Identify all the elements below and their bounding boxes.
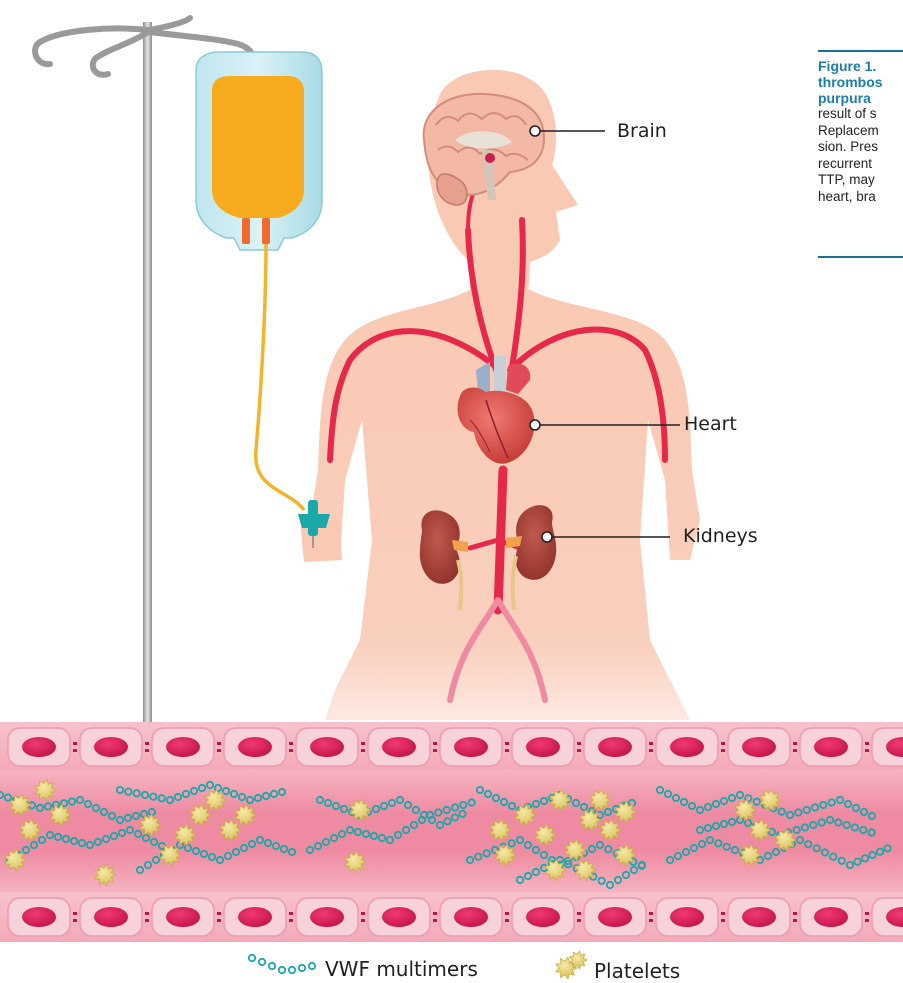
endothelial-cell xyxy=(368,728,437,766)
endothelial-cell xyxy=(728,898,797,936)
endothelial-cell xyxy=(584,728,653,766)
endothelial-cell xyxy=(512,728,581,766)
endothelial-cell xyxy=(440,898,509,936)
caption-body-line-4: recurrent xyxy=(818,156,903,173)
endothelial-cell xyxy=(296,898,365,936)
endothelial-cell xyxy=(872,898,903,936)
endothelial-cell xyxy=(8,898,77,936)
endothelial-cell xyxy=(224,728,293,766)
endothelial-cell xyxy=(656,898,725,936)
caption-body-line-5: TTP, may xyxy=(818,172,903,189)
iv-bag-icon xyxy=(196,52,322,510)
caption-body-line-2: Replacem xyxy=(818,123,903,140)
endothelial-cell xyxy=(800,898,869,936)
endothelial-cell xyxy=(296,728,365,766)
caption-body-line-6: heart, bra xyxy=(818,189,903,206)
caption-title-line-3: purpura xyxy=(818,90,903,106)
figure-caption: Figure 1. thrombos purpura result of s R… xyxy=(818,50,903,258)
endothelial-cell xyxy=(440,728,509,766)
endothelial-cell xyxy=(8,728,77,766)
endothelial-cell xyxy=(224,898,293,936)
vwf-multimer-icon xyxy=(249,955,315,973)
endothelial-cell xyxy=(656,728,725,766)
endothelial-cell xyxy=(152,728,221,766)
endothelial-cell xyxy=(584,898,653,936)
endothelial-cell xyxy=(368,898,437,936)
caption-title-line-2: thrombos xyxy=(818,74,903,90)
endothelial-cell xyxy=(152,898,221,936)
caption-body-line-3: sion. Pres xyxy=(818,139,903,156)
endothelial-cell xyxy=(728,728,797,766)
blood-vessel xyxy=(0,722,903,942)
endothelial-cell xyxy=(872,728,903,766)
endothelial-cell xyxy=(80,728,149,766)
legend-vwf-label: VWF multimers xyxy=(325,957,478,981)
brain-label: Brain xyxy=(617,120,667,142)
legend-platelets-label: Platelets xyxy=(594,959,680,983)
caption-title-line-1: Figure 1. xyxy=(818,58,903,74)
endothelial-cell xyxy=(80,898,149,936)
caption-body-line-1: result of s xyxy=(818,106,903,123)
kidneys-label: Kidneys xyxy=(683,525,758,547)
endothelial-cell xyxy=(800,728,869,766)
heart-label: Heart xyxy=(684,413,737,435)
platelet-icon xyxy=(556,951,587,979)
endothelial-cell xyxy=(512,898,581,936)
